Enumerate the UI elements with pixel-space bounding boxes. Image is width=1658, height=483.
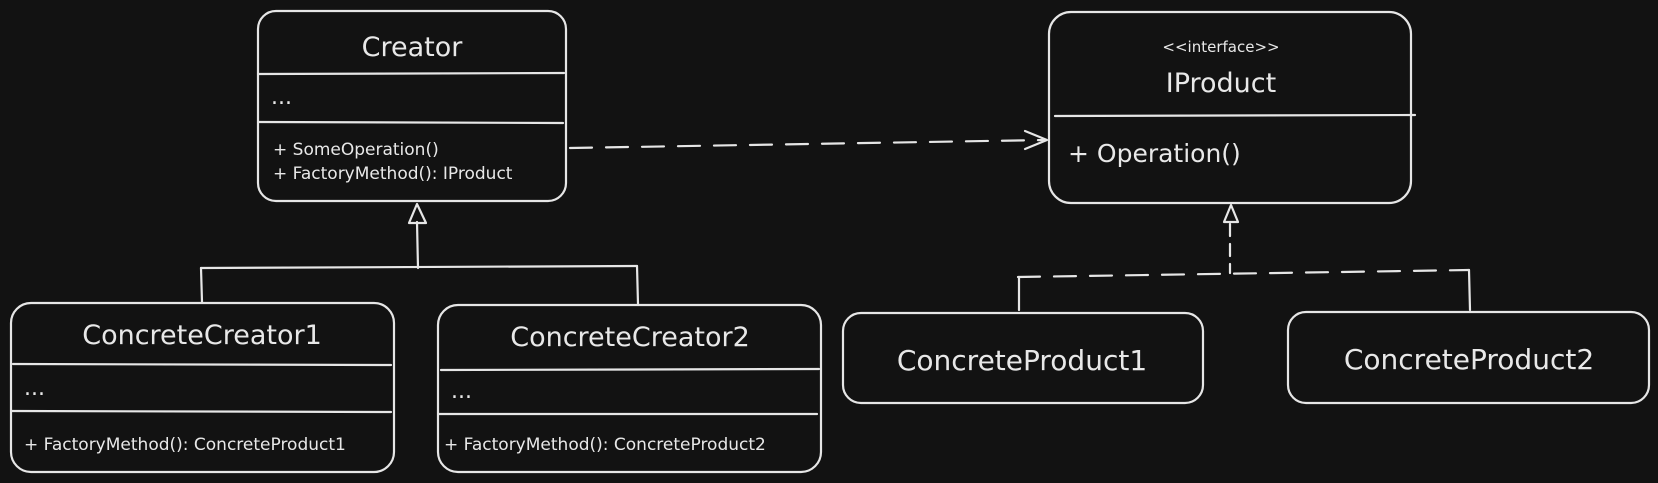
concrete-creator2-class[interactable]: ConcreteCreator2 ... + FactoryMethod(): …: [436, 303, 823, 474]
concrete-product1-title: ConcreteProduct1: [897, 344, 1147, 377]
concrete-creator1-class[interactable]: ConcreteCreator1 ... + FactoryMethod(): …: [9, 301, 396, 474]
creator-divider-bottom: [256, 120, 565, 125]
dependency-line: [568, 138, 1047, 150]
creator-iproduct-dependency: [568, 129, 1049, 151]
realization-arrowhead: [1222, 203, 1240, 224]
creator-title: Creator: [362, 32, 464, 63]
concrete-creator1-divider-top: [11, 362, 393, 367]
concrete-creator1-title: ConcreteCreator1: [82, 320, 322, 351]
concrete-creator2-method-factory-method: + FactoryMethod(): ConcreteProduct2: [444, 435, 766, 455]
concrete-creator1-method-factory-method: + FactoryMethod(): ConcreteProduct1: [24, 435, 346, 455]
concrete-creator2-divider-top: [439, 367, 821, 372]
creator-fields: ...: [271, 85, 292, 110]
concrete-product2-class[interactable]: ConcreteProduct2: [1286, 310, 1651, 405]
inheritance-arrowhead: [407, 202, 428, 225]
iproduct-method-operation: + Operation(): [1068, 139, 1241, 168]
creator-method-some-operation: + SomeOperation(): [273, 140, 439, 160]
concrete-product1-class[interactable]: ConcreteProduct1: [841, 311, 1205, 405]
creator-inheritance: [199, 202, 640, 306]
iproduct-realization: [1016, 203, 1472, 312]
concrete-creator2-title: ConcreteCreator2: [510, 322, 750, 353]
inheritance-stem: [415, 220, 420, 270]
concrete-creator2-fields: ...: [451, 379, 472, 404]
iproduct-interface[interactable]: <<interface>> IProduct + Operation(): [1047, 10, 1417, 205]
realization-bar: [1016, 268, 1471, 279]
iproduct-title: IProduct: [1166, 68, 1276, 99]
creator-box: [256, 9, 568, 203]
realization-branch-right: [1467, 268, 1472, 312]
iproduct-stereotype: <<interface>>: [1162, 38, 1279, 56]
inheritance-bar: [199, 264, 639, 270]
creator-method-factory-method: + FactoryMethod(): IProduct: [273, 164, 513, 184]
concrete-product2-title: ConcreteProduct2: [1344, 343, 1594, 376]
concrete-product2-box: [1286, 310, 1651, 405]
creator-class[interactable]: Creator ... + SomeOperation() + FactoryM…: [256, 9, 568, 203]
concrete-creator1-divider-bottom: [10, 409, 393, 414]
creator-divider-top: [256, 71, 566, 76]
iproduct-divider: [1053, 113, 1417, 118]
inheritance-branch-left: [199, 266, 204, 304]
concrete-creator2-box: [436, 303, 823, 474]
inheritance-branch-right: [635, 264, 640, 306]
concrete-creator1-box: [9, 301, 396, 474]
iproduct-box: [1047, 10, 1413, 205]
dependency-arrowhead: [1023, 129, 1049, 151]
concrete-creator1-fields: ...: [24, 376, 45, 401]
concrete-product1-box: [841, 311, 1205, 405]
